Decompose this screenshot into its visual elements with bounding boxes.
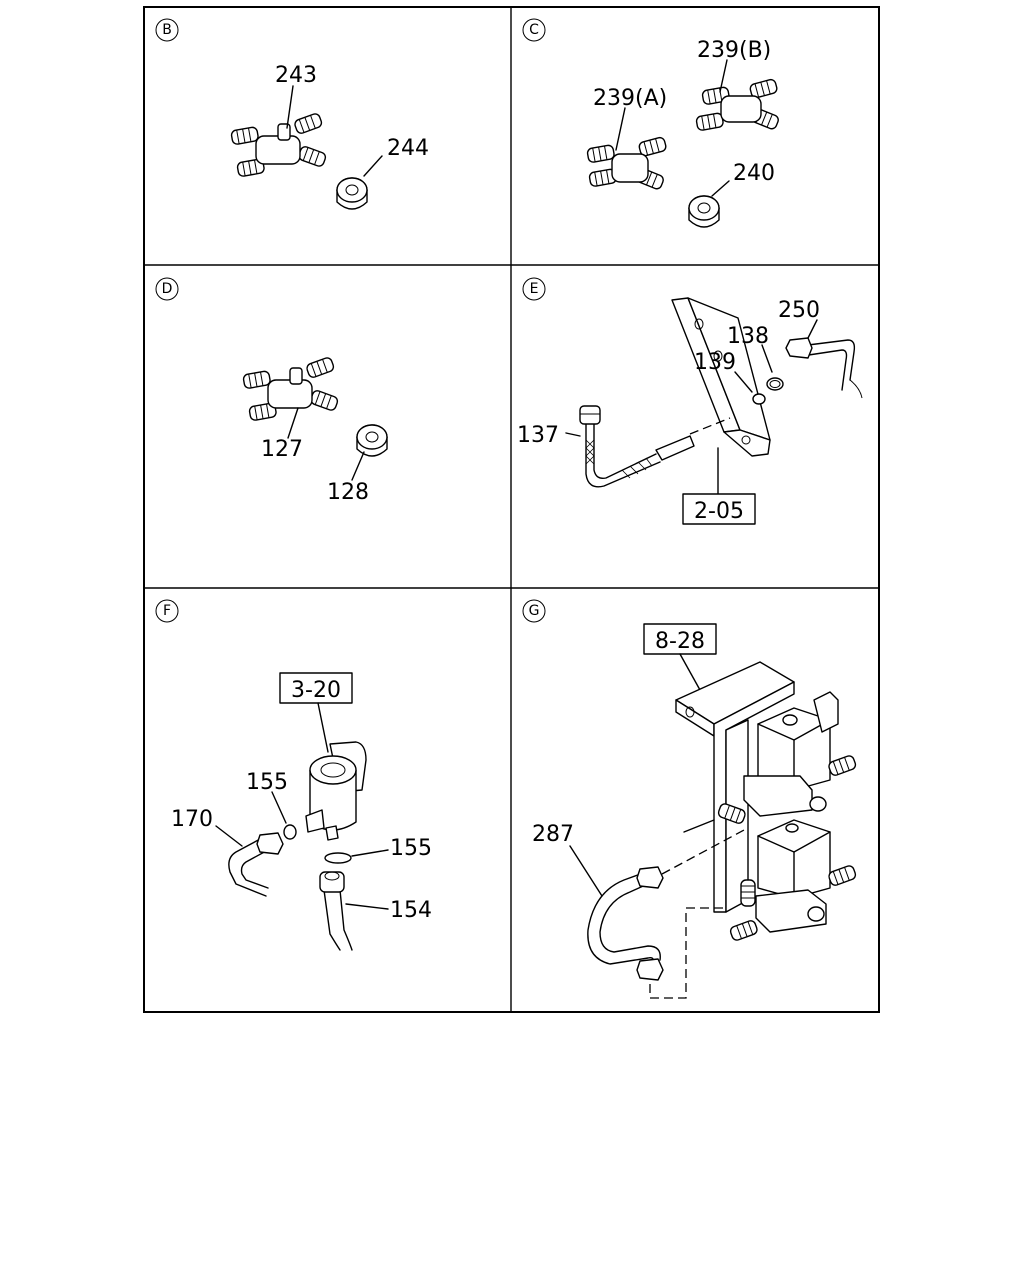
part-243-cross-fitting (231, 113, 327, 177)
part-244-nut (336, 177, 368, 210)
panel-b-letter: B (162, 22, 172, 38)
panel-e: E 250 138 139 (517, 277, 863, 525)
part-287-pipe (587, 829, 745, 999)
panel-b-badge (155, 18, 179, 42)
part-154-hose (319, 871, 353, 951)
ref-box-8-28 (643, 623, 717, 655)
part-240-nut (688, 195, 720, 228)
part-128-nut (356, 424, 388, 457)
part-137-braided-hose (579, 405, 731, 488)
panel-g: G 8-28 (522, 599, 858, 999)
ref-box-8-28-label: 8-28 (655, 629, 705, 654)
label-139: 139 (694, 350, 736, 375)
panel-b: B 243 244 (155, 18, 429, 210)
label-127: 127 (261, 437, 303, 462)
panel-c: C 239(B) 239(A) 240 (522, 18, 781, 228)
panel-d-letter: D (162, 281, 173, 297)
ref-box-3-20-label: 3-20 (291, 678, 341, 703)
panel-d: D 127 128 (155, 277, 388, 505)
part-127-cross-fitting (243, 357, 339, 421)
mounting-bracket (671, 297, 771, 457)
panel-e-letter: E (530, 281, 539, 297)
ref-box-2-05-label: 2-05 (694, 499, 744, 524)
label-138: 138 (727, 324, 769, 349)
panel-c-badge (522, 18, 546, 42)
panel-g-letter: G (529, 603, 540, 619)
label-243: 243 (275, 63, 317, 88)
panel-g-badge (522, 599, 546, 623)
ref-box-2-05 (682, 493, 756, 525)
label-244: 244 (387, 136, 429, 161)
label-128: 128 (327, 480, 369, 505)
upper-solenoid-valve (716, 691, 858, 826)
label-154: 154 (390, 898, 432, 923)
label-287: 287 (532, 822, 574, 847)
label-240: 240 (733, 161, 775, 186)
label-170: 170 (171, 807, 213, 832)
panel-f-badge (155, 599, 179, 623)
panel-f: F 3-20 155 170 155 (155, 599, 432, 951)
label-155-upper: 155 (246, 770, 288, 795)
panel-e-badge (522, 277, 546, 301)
fuel-filter-body (305, 741, 367, 841)
valve-bracket (675, 661, 795, 913)
label-137: 137 (517, 423, 559, 448)
part-239a-tee-fitting (586, 135, 668, 191)
panel-c-letter: C (529, 22, 539, 38)
panel-d-badge (155, 277, 179, 301)
label-155-lower: 155 (390, 836, 432, 861)
part-239b-tee-fitting (695, 77, 781, 132)
panel-f-letter: F (163, 603, 171, 619)
label-239b: 239(B) (697, 38, 771, 63)
label-239a: 239(A) (593, 86, 667, 111)
lower-solenoid-valve (728, 819, 858, 943)
label-250: 250 (778, 298, 820, 323)
ref-box-3-20 (279, 672, 353, 704)
